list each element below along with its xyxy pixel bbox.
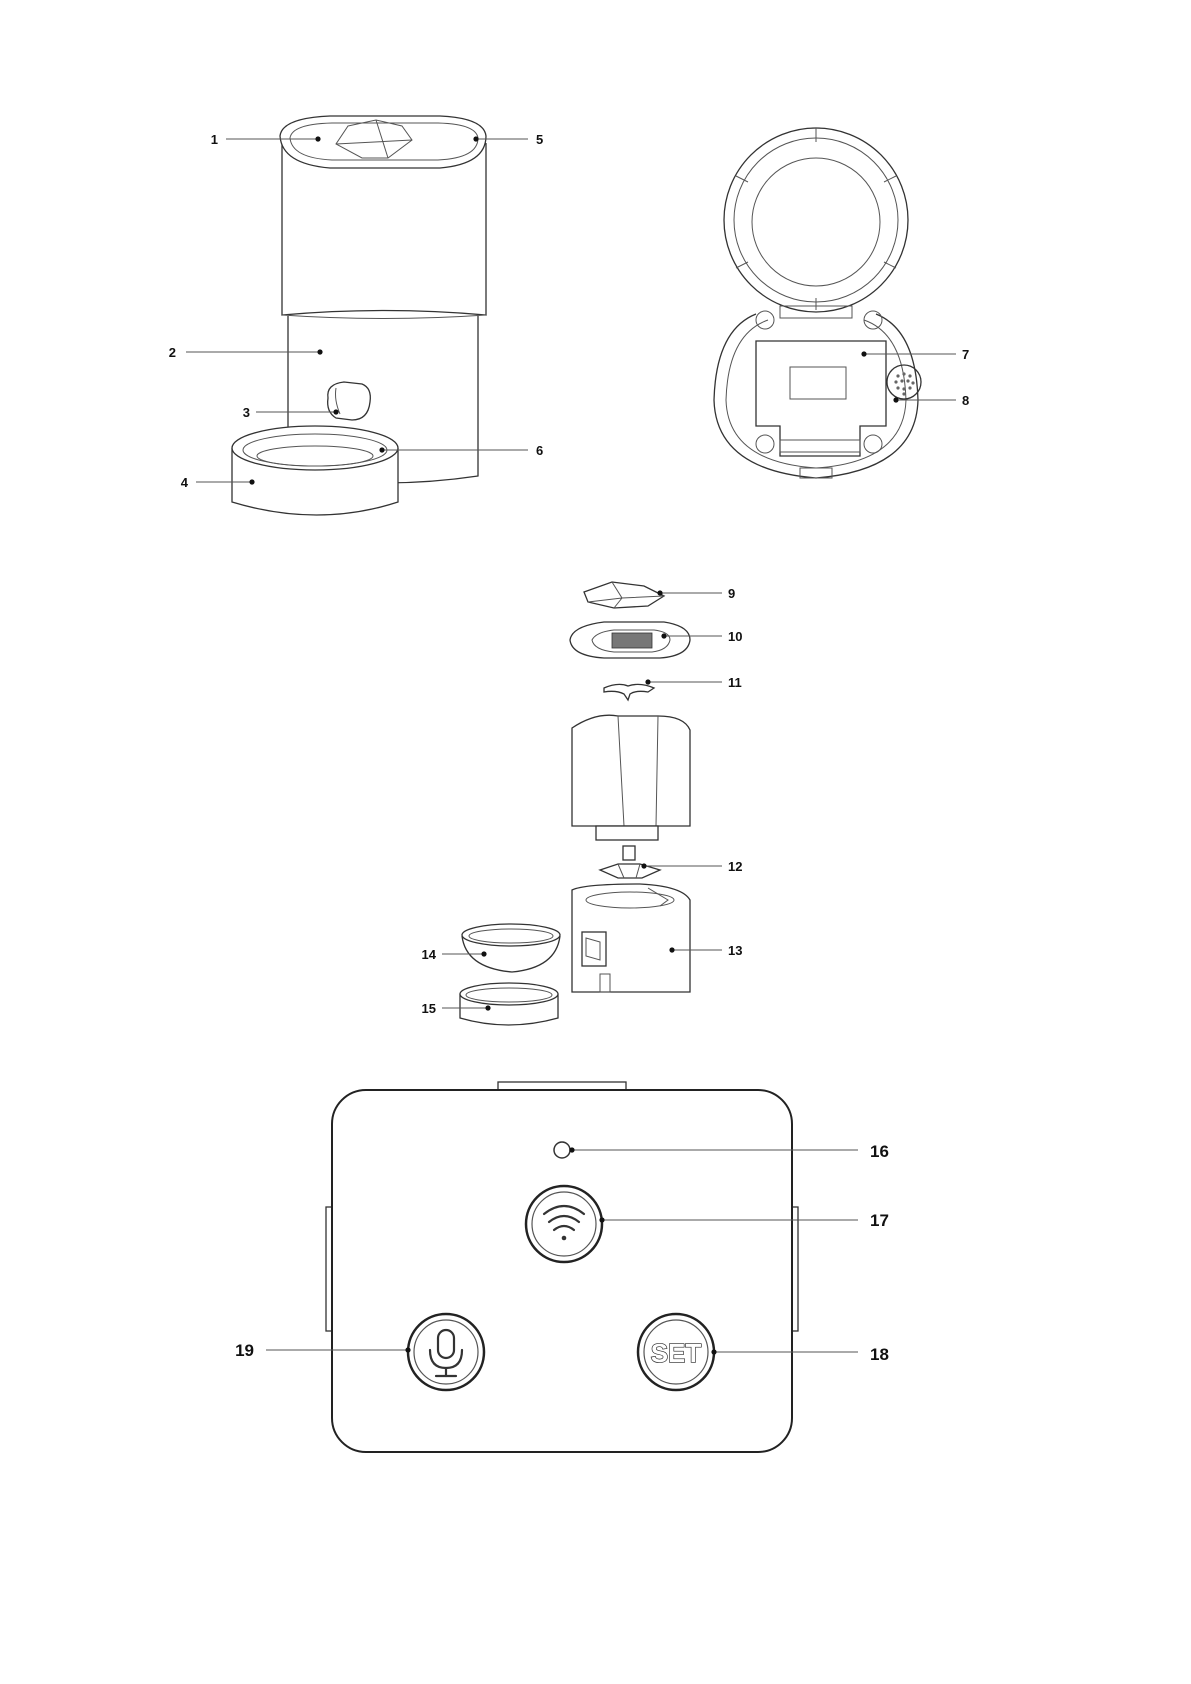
callout-12: 12: [728, 859, 742, 874]
callout-3: 3: [243, 405, 250, 420]
feeder-body-top: [714, 311, 918, 478]
microphone-button[interactable]: [408, 1314, 484, 1390]
control-panel-figure: SET 16 17 18 19: [235, 1082, 889, 1452]
agitator: [604, 684, 654, 700]
callout-4: 4: [181, 475, 189, 490]
set-button[interactable]: SET: [638, 1314, 714, 1390]
callout-10: 10: [728, 629, 742, 644]
callout-2: 2: [169, 345, 176, 360]
wifi-button[interactable]: [526, 1186, 602, 1262]
callout-9: 9: [728, 586, 735, 601]
open-lid: [724, 128, 908, 318]
callout-11: 11: [728, 675, 742, 690]
food-bowl: [232, 426, 398, 515]
top-view-figure: 7 8: [714, 128, 969, 478]
inner-bowl: [462, 924, 560, 972]
lid: [280, 116, 486, 168]
bowl-ring: [460, 983, 558, 1025]
speaker-grille: [887, 365, 921, 399]
food-outlet: [328, 382, 371, 420]
set-button-label: SET: [651, 1338, 702, 1368]
base-unit: [572, 884, 690, 992]
callout-1: 1: [211, 132, 218, 147]
callout-18: 18: [870, 1345, 889, 1364]
callout-13: 13: [728, 943, 742, 958]
exploded-view-figure: 9 10 11 12 13 14 15: [422, 582, 743, 1025]
indicator-light: [554, 1142, 570, 1158]
callouts-fig2: 7 8: [861, 347, 969, 408]
callout-17: 17: [870, 1211, 889, 1230]
callout-19: 19: [235, 1341, 254, 1360]
callout-14: 14: [422, 947, 437, 962]
lid-ring: [570, 622, 690, 658]
hopper: [572, 715, 690, 840]
callout-15: 15: [422, 1001, 436, 1016]
impeller: [600, 846, 660, 878]
callout-16: 16: [870, 1142, 889, 1161]
callout-8: 8: [962, 393, 969, 408]
callout-6: 6: [536, 443, 543, 458]
callout-5: 5: [536, 132, 543, 147]
callout-7: 7: [962, 347, 969, 362]
lid-cap: [584, 582, 664, 608]
assembled-feeder-figure: 1 5 2 3 4 6: [169, 116, 543, 515]
